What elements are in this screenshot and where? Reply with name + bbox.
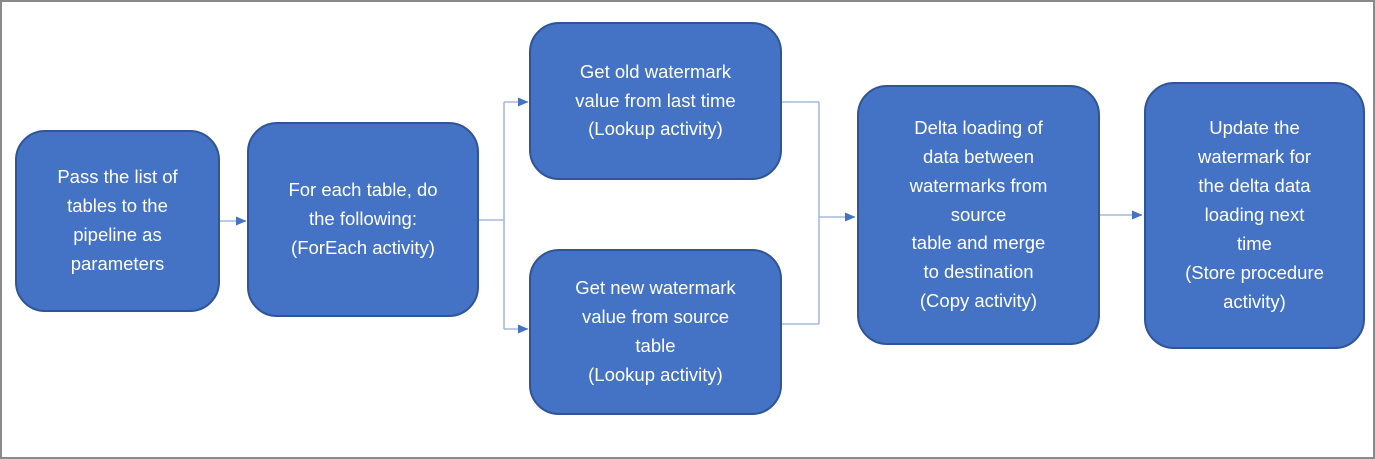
node-get-old-watermark: Get old watermark value from last time (… bbox=[529, 22, 782, 180]
node-pass-tables: Pass the list of tables to the pipeline … bbox=[15, 130, 220, 312]
node-foreach: For each table, do the following: (ForEa… bbox=[247, 122, 479, 317]
node-update-watermark: Update the watermark for the delta data … bbox=[1144, 82, 1365, 349]
node-delta-copy: Delta loading of data between watermarks… bbox=[857, 85, 1100, 345]
node-get-new-watermark: Get new watermark value from source tabl… bbox=[529, 249, 782, 415]
